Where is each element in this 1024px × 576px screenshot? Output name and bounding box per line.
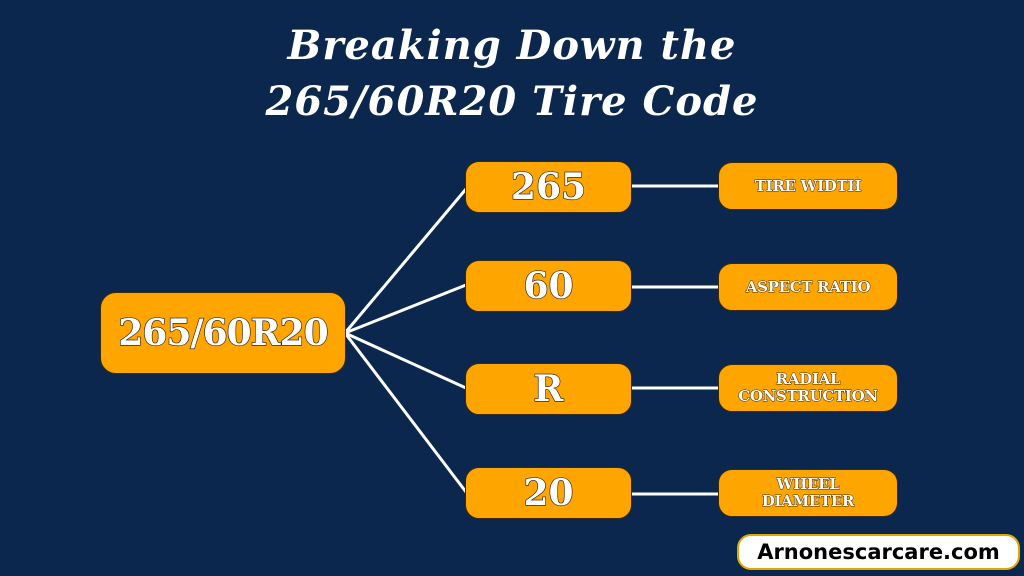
meaning-width-line1: TIRE WIDTH [754,176,862,195]
code-construction: R [533,367,564,410]
meaning-diameter-line1: WHEEL [776,475,840,493]
meaning-aspect-line1: ASPECT RATIO [745,277,871,296]
meaning-construction-line1: RADIAL [775,370,841,388]
meaning-box-construction: RADIAL CONSTRUCTION [718,364,898,412]
tire-code-hub-box: 265/60R20 [100,292,346,374]
connector-hub-to-width [343,187,468,335]
connector-hub-to-diameter [343,331,468,494]
connector-hub-to-construction [343,331,468,390]
code-aspect-ratio: 60 [523,264,574,307]
website-badge: Arnonescarcare.com [737,534,1020,570]
tire-code-label: 265/60R20 [118,311,330,354]
code-box-width: 265 [465,161,632,213]
code-box-diameter: 20 [465,467,632,519]
meaning-diameter-line2: DIAMETER [761,492,855,510]
code-width: 265 [510,165,587,208]
meaning-box-diameter: WHEEL DIAMETER [718,469,898,517]
meaning-construction-line2: CONSTRUCTION [738,387,879,405]
diagram-title: Breaking Down the 265/60R20 Tire Code [0,18,1024,130]
title-line-2: 265/60R20 Tire Code [265,78,759,125]
title-line-1: Breaking Down the [287,22,737,69]
code-diameter: 20 [523,471,574,514]
connector-hub-to-aspect [343,283,468,335]
meaning-box-aspect-ratio: ASPECT RATIO [718,263,898,311]
website-text: Arnonescarcare.com [757,540,1000,564]
code-box-aspect-ratio: 60 [465,260,632,312]
meaning-box-width: TIRE WIDTH [718,162,898,210]
code-box-construction: R [465,363,632,415]
